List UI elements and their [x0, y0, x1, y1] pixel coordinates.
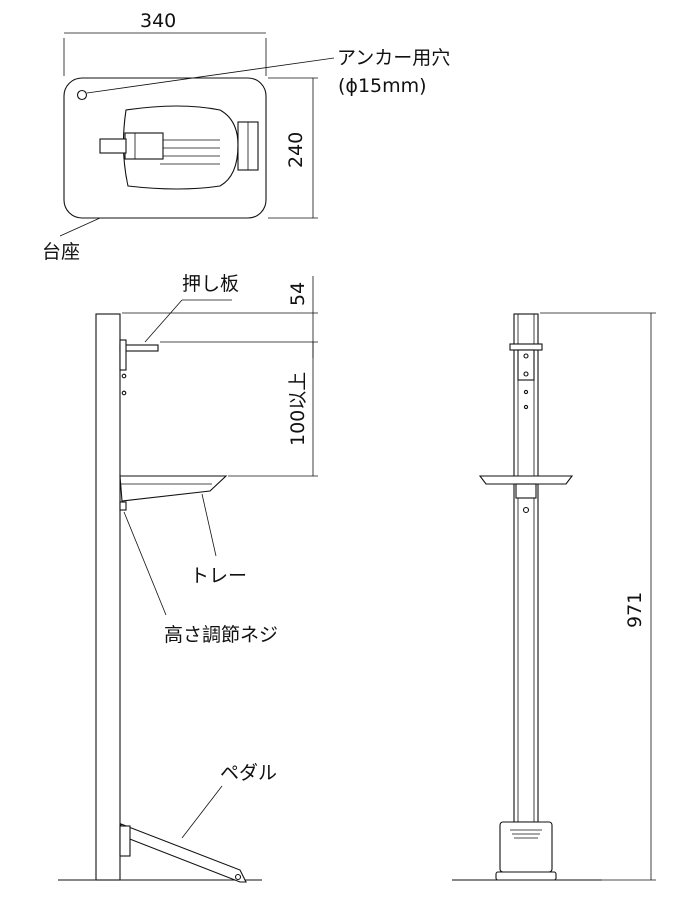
- total-height-value: 971: [624, 592, 646, 628]
- height-screw-label: 高さ調節ネジ: [164, 624, 278, 646]
- anchor-hole: [76, 89, 88, 101]
- top-view: 340 240 アンカー用穴 (ϕ15mm) 台座: [42, 10, 450, 263]
- front-view: 971: [452, 312, 656, 881]
- front-pedal-box: [499, 821, 553, 873]
- tray-label: トレー: [190, 565, 247, 587]
- side-pedal: [120, 823, 247, 883]
- base-depth-value: 240: [285, 132, 307, 168]
- pole-top-view: [124, 132, 164, 160]
- anchor-hole-size-label: (ϕ15mm): [338, 75, 427, 97]
- side-tray: [119, 475, 228, 502]
- pedal-top-view: [122, 105, 239, 190]
- anchor-hole-label: アンカー用穴: [337, 47, 450, 69]
- push-plate-offset-value: 54: [287, 282, 309, 306]
- side-pole: [95, 313, 121, 881]
- base-width-value: 340: [140, 10, 176, 32]
- side-view: 54 100以上 押し板 トレー 高さ調節ネジ ペダル: [58, 273, 318, 883]
- pedal-label: ペダル: [220, 762, 277, 784]
- base-label: 台座: [42, 241, 80, 263]
- push-plate-label: 押し板: [182, 273, 239, 295]
- tray-min-height-value: 100以上: [287, 372, 309, 446]
- front-tray: [478, 475, 574, 485]
